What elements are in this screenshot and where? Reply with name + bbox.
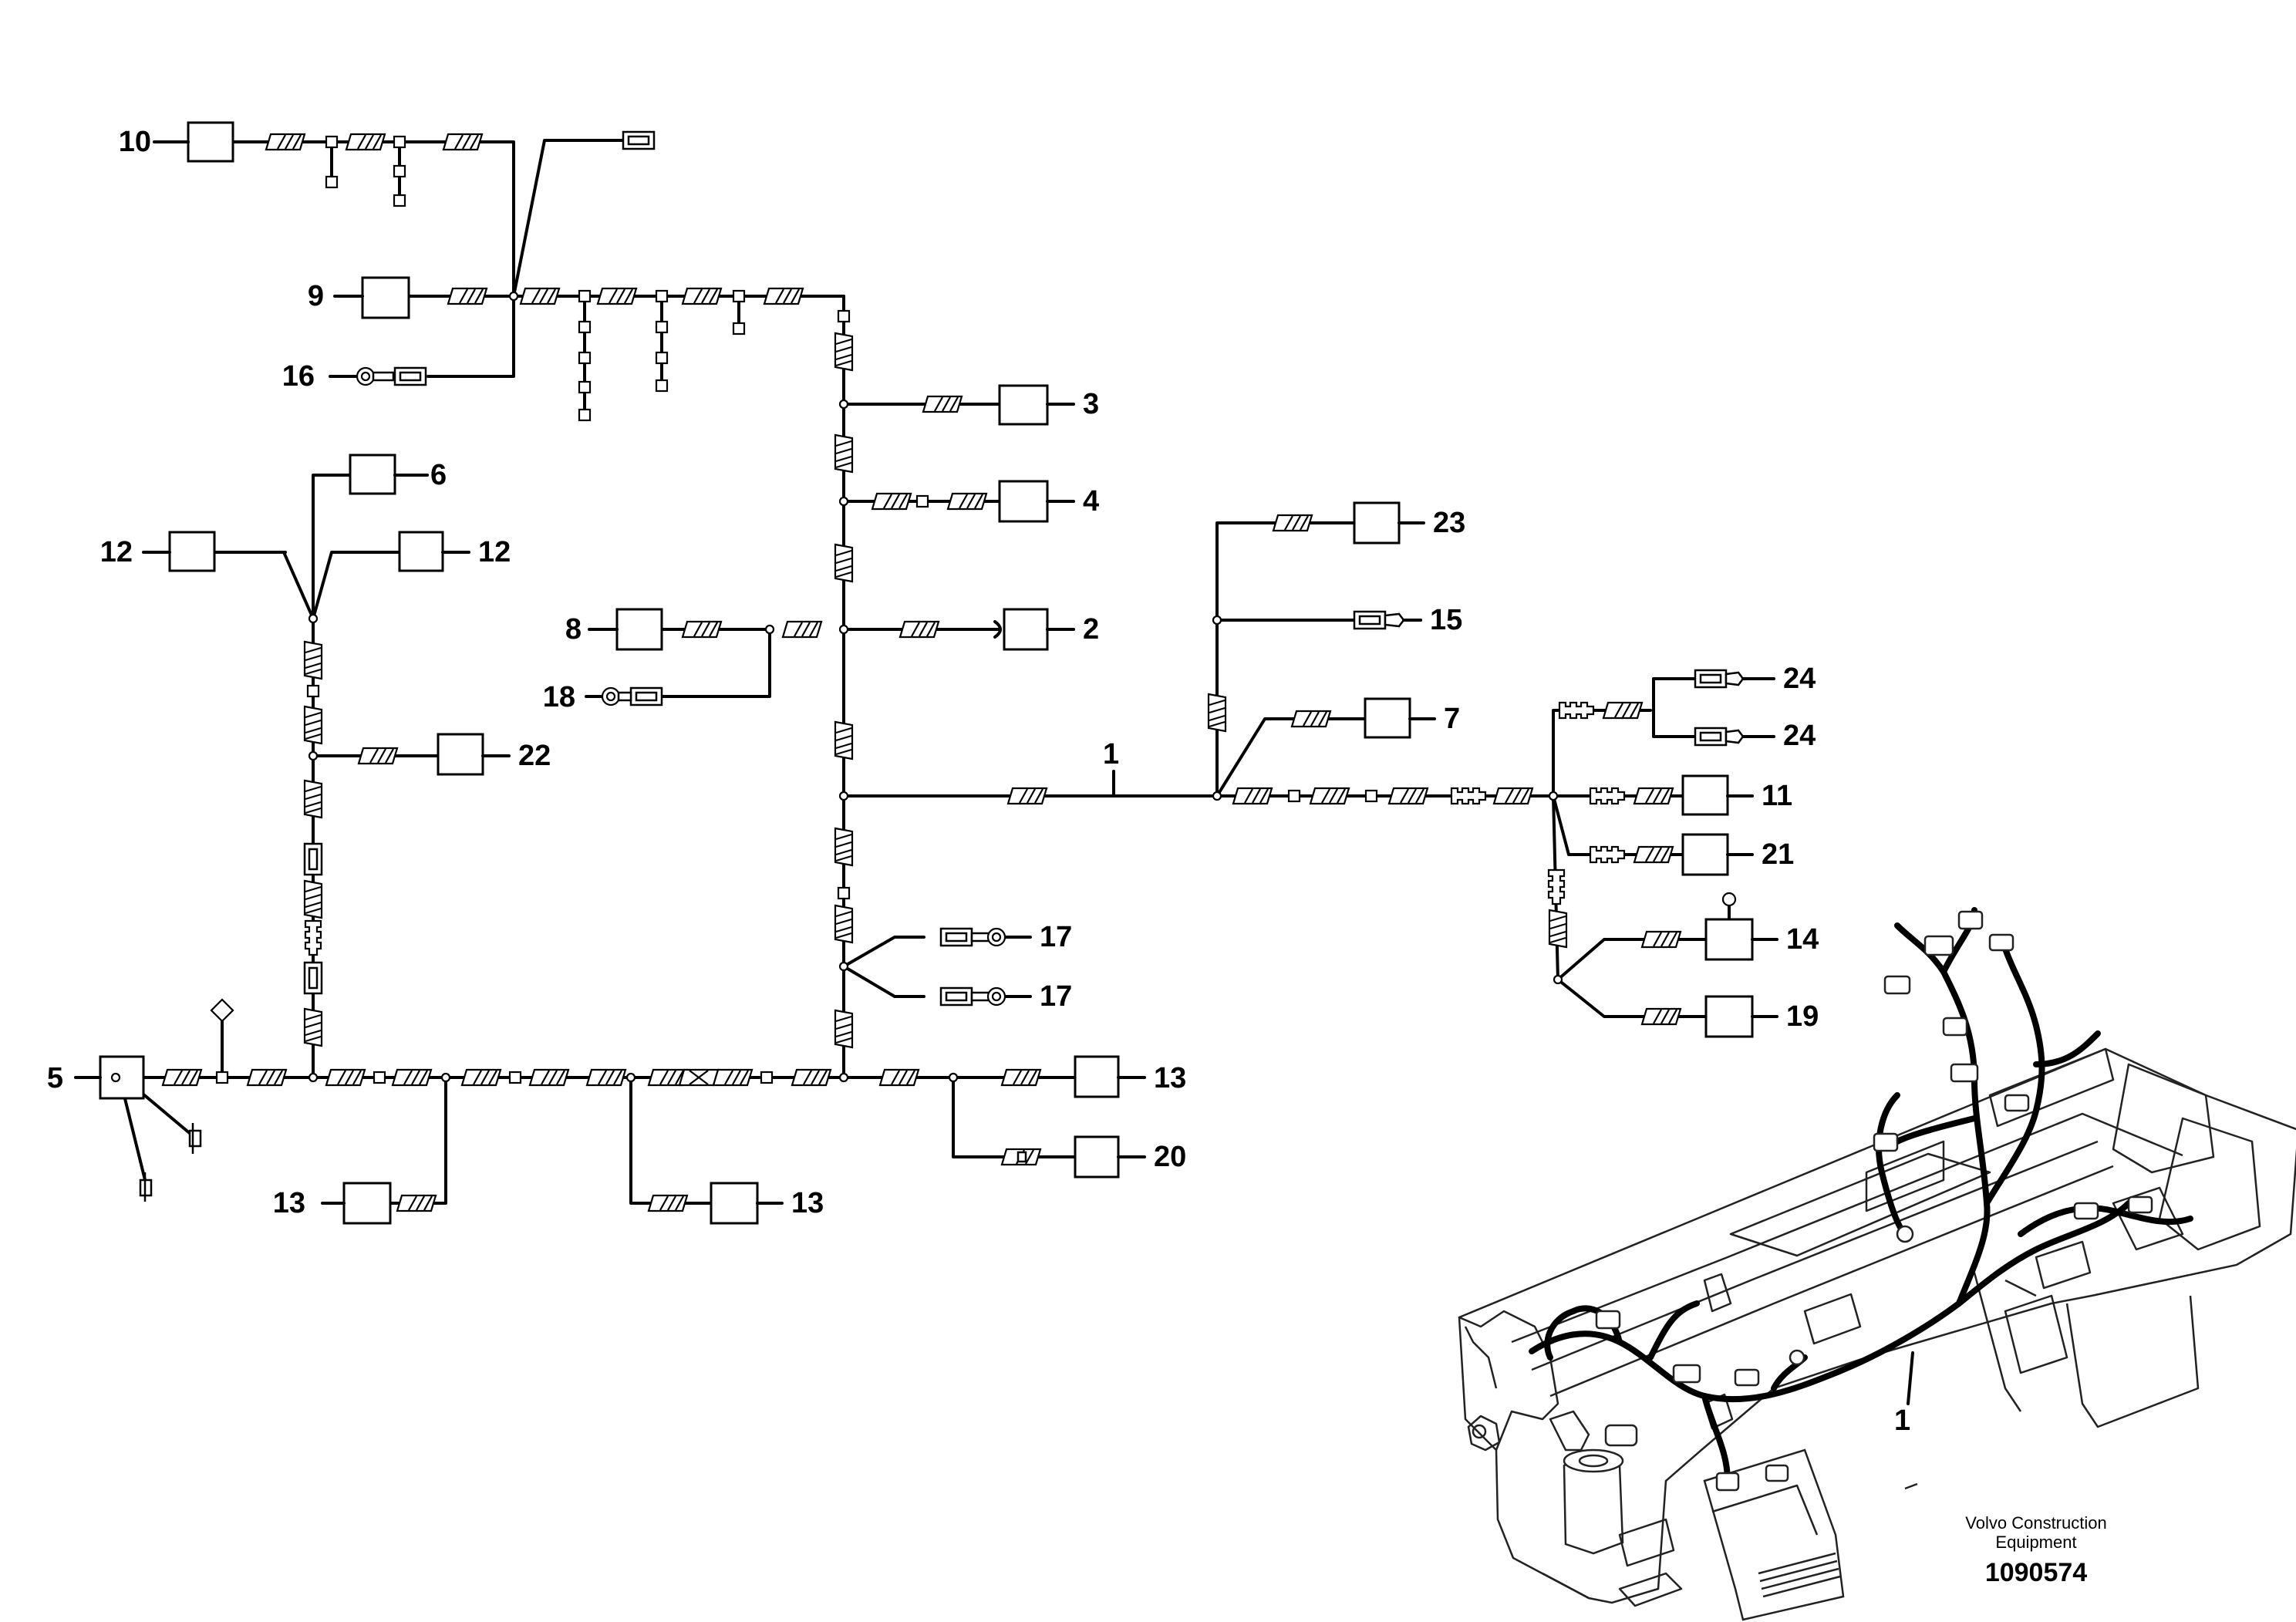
- component-19: [1704, 995, 1754, 1038]
- terminals: [356, 366, 1745, 1007]
- callout-4: 4: [1083, 485, 1099, 518]
- component-14-cap: [1721, 892, 1737, 907]
- callout-5: 5: [47, 1062, 63, 1094]
- component-2-socket: [993, 620, 1002, 639]
- callout-13-c: 13: [791, 1187, 824, 1219]
- component-8: [615, 608, 663, 651]
- footer: Volvo Construction Equipment 1090574: [1882, 1513, 2190, 1588]
- spade-terminal-24-a: [1694, 669, 1745, 689]
- callout-17-b: 17: [1040, 980, 1072, 1013]
- callout-leaders: [74, 140, 1778, 1205]
- callout-1-diagram: 1: [1103, 738, 1119, 771]
- bracket-a: [188, 1123, 202, 1154]
- callout-19: 19: [1786, 1000, 1819, 1033]
- component-5: [99, 1055, 145, 1100]
- components: [99, 121, 1754, 1225]
- callout-13-b: 13: [273, 1187, 305, 1219]
- spade-terminal-15: [1353, 610, 1405, 630]
- bracket-b: [139, 1172, 153, 1202]
- spade-terminal-24-b: [1694, 727, 1745, 747]
- callout-1-picture: 1: [1894, 1404, 1910, 1437]
- ring-terminal-17-b: [939, 986, 1006, 1007]
- component-3: [998, 384, 1049, 426]
- component-23: [1353, 501, 1401, 545]
- component-22: [437, 733, 484, 776]
- callout-6: 6: [430, 459, 447, 491]
- ring-terminal-17-a: [939, 927, 1006, 947]
- callout-13-a: 13: [1154, 1062, 1186, 1094]
- company-name-line2: Equipment: [1995, 1533, 2077, 1552]
- harness-illustration: [1529, 907, 2193, 1492]
- callout-24-a: 24: [1783, 663, 1816, 695]
- callout-12-left: 12: [100, 536, 133, 568]
- callout-3: 3: [1083, 388, 1099, 420]
- component-4: [998, 480, 1049, 523]
- ring-terminal-16: [356, 366, 427, 386]
- component-9: [361, 276, 410, 319]
- callout-9: 9: [308, 280, 324, 312]
- ring-terminal-18: [601, 686, 663, 706]
- callouts: 10 9 16 3 6 4 12 12 8 2 18 22 1 23 15 7 …: [47, 126, 1910, 1437]
- component-11: [1681, 774, 1729, 816]
- component-6: [349, 454, 396, 495]
- callout-17-a: 17: [1040, 921, 1072, 953]
- component-13-b: [342, 1182, 392, 1225]
- callout-7: 7: [1444, 703, 1460, 735]
- component-10: [187, 121, 234, 163]
- callout-10: 10: [119, 126, 151, 158]
- part-number: 1090574: [1984, 1558, 2088, 1587]
- callout-20: 20: [1154, 1141, 1186, 1173]
- callout-24-b: 24: [1783, 720, 1816, 752]
- callout-8: 8: [565, 613, 582, 646]
- callout-12-right: 12: [478, 536, 511, 568]
- callout-16: 16: [282, 360, 315, 393]
- diamond-marker: [210, 998, 234, 1023]
- callout-15: 15: [1430, 604, 1462, 636]
- company-name-line1: Volvo Construction: [1965, 1513, 2107, 1533]
- component-12-left: [168, 531, 216, 572]
- connector-top: [622, 130, 656, 150]
- component-7: [1364, 697, 1411, 739]
- callout-21: 21: [1762, 838, 1794, 871]
- callout-11: 11: [1762, 780, 1792, 812]
- component-13-a: [1074, 1055, 1120, 1098]
- callout-14: 14: [1786, 923, 1819, 956]
- wire-markers: [110, 133, 1682, 1212]
- component-13-c: [710, 1182, 759, 1225]
- component-20: [1074, 1135, 1120, 1179]
- component-21: [1681, 833, 1729, 876]
- component-14: [1704, 918, 1754, 961]
- callout-18: 18: [543, 681, 575, 713]
- machine-frame-illustration: [1458, 1047, 2296, 1621]
- wires: [105, 139, 1731, 1205]
- callout-22: 22: [518, 740, 551, 772]
- component-12-right: [398, 531, 444, 572]
- component-2: [1003, 608, 1049, 651]
- callout-23: 23: [1433, 507, 1465, 539]
- callout-2: 2: [1083, 613, 1099, 646]
